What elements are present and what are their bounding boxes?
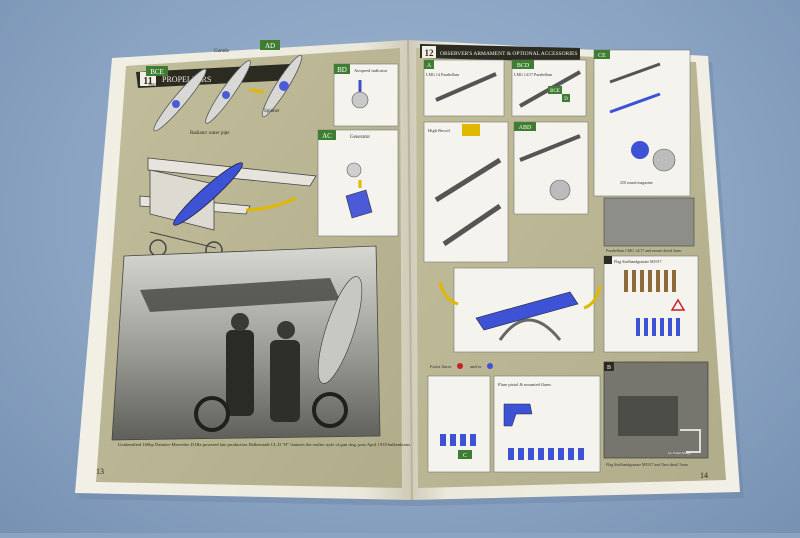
label-text: B bbox=[607, 365, 611, 371]
label-text: ABD bbox=[519, 125, 532, 131]
label-text: BD bbox=[337, 66, 347, 74]
label-bce bbox=[146, 66, 168, 76]
label-text: Flare pistol & mounted flares bbox=[498, 382, 551, 387]
label-text: A bbox=[427, 63, 432, 69]
label-text: LMG 14/17 Parabellum bbox=[514, 72, 553, 77]
label-text: AD bbox=[265, 42, 275, 50]
page-number-left: 13 bbox=[96, 467, 104, 476]
label-text: BCD bbox=[517, 63, 530, 69]
aircraft-drawing bbox=[139, 157, 317, 259]
step-title-right: OBSERVER'S ARMAMENT & OPTIONAL ACCESSORI… bbox=[440, 51, 577, 57]
label-text: Airspeed indicator bbox=[354, 68, 388, 73]
inset-ac bbox=[317, 129, 399, 237]
label-text: Flag Stielhandgranate M1917 bbox=[614, 259, 662, 264]
inset-bd bbox=[333, 63, 399, 127]
historical-photo bbox=[111, 245, 381, 441]
page-number-right: 14 bbox=[700, 471, 708, 480]
label-text: BCE bbox=[150, 68, 164, 76]
label-text: C bbox=[463, 453, 467, 459]
label-text: CE bbox=[598, 53, 606, 59]
label-text: D bbox=[564, 97, 568, 102]
label-text: Generator bbox=[350, 135, 370, 140]
parabellum-photo bbox=[603, 197, 695, 247]
label-text: Garuda bbox=[214, 49, 229, 54]
step-number-right: 12 bbox=[425, 48, 435, 58]
label-text: and/or bbox=[470, 364, 482, 369]
label-text: Spinner bbox=[264, 109, 280, 114]
label-text: Parabellum LMG 14/17 and mount detail 5m… bbox=[606, 248, 682, 253]
photo-caption: Unidentified 160hp Daimler-Mercedes D.II… bbox=[118, 442, 625, 448]
label-text: Gr. Esher Image bbox=[668, 451, 691, 455]
label-text: Radiator water pipe bbox=[190, 131, 230, 136]
label-text: High Recoil bbox=[428, 128, 451, 133]
label-ad bbox=[260, 40, 280, 50]
step-title-left: PROPELLERS bbox=[162, 75, 211, 84]
label-text: 250 round magazine bbox=[620, 180, 653, 185]
step-number-left: 11 bbox=[143, 76, 152, 87]
label-text: Flag Stielhandgranate M1917 and flare de… bbox=[606, 462, 689, 467]
label-text: Standard bbox=[148, 83, 166, 88]
label-text: LMG 14 Parabellum bbox=[426, 72, 460, 77]
right-page: 12 OBSERVER'S ARMAMENT & OPTIONAL ACCESS… bbox=[408, 40, 740, 500]
label-text: Fairst flares bbox=[430, 364, 452, 369]
panel-a bbox=[423, 59, 505, 117]
left-page: 11 PROPELLERS BCE AD Standard Garuda Spi… bbox=[75, 40, 625, 500]
label-text: AC bbox=[322, 132, 332, 140]
spine bbox=[407, 39, 413, 501]
panel-high-recoil bbox=[423, 121, 509, 263]
label-text: BCE bbox=[550, 89, 560, 94]
propeller-illustrations bbox=[153, 54, 303, 132]
panel-ce bbox=[593, 49, 691, 197]
